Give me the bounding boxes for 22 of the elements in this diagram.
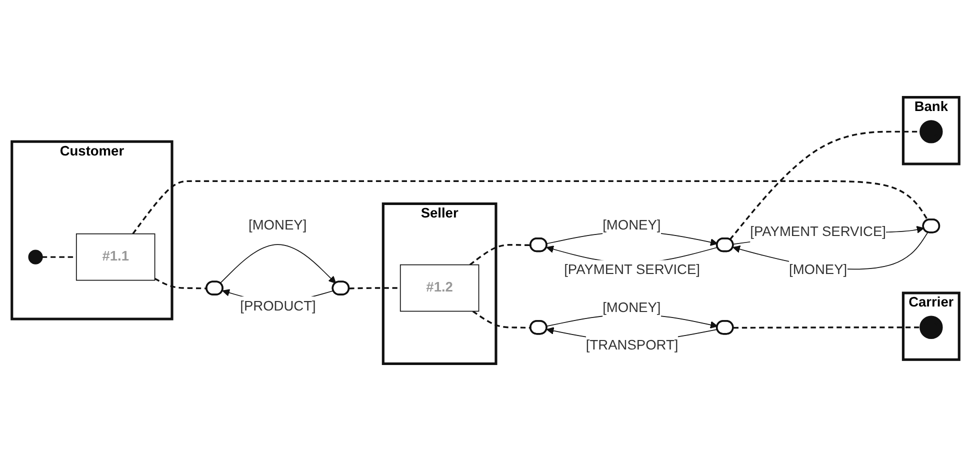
cluster: Bank [902,96,960,166]
arrow [220,244,336,284]
node-box: #1.2 [400,264,480,312]
connector [132,180,929,234]
edge-label: [MONEY] [602,300,661,316]
edge-label: [PAYMENT SERVICE] [564,262,700,278]
connector [472,310,531,329]
node-box: #1.1 [76,233,156,281]
edge-label: [TRANSPORT] [586,338,678,354]
edge-label: [MONEY] [248,218,307,233]
cluster: Carrier [902,292,960,361]
connector [733,326,920,329]
connector [154,278,207,290]
edge-label: [PRODUCT] [240,299,316,314]
node-circle [920,120,943,144]
edge-label: [MONEY] [602,218,661,233]
node-circle [28,250,43,264]
connector [349,287,400,290]
connector [469,244,531,266]
edge-label: [MONEY] [789,262,848,278]
edge-label: [PAYMENT SERVICE] [750,224,886,240]
node-circle [920,316,943,339]
